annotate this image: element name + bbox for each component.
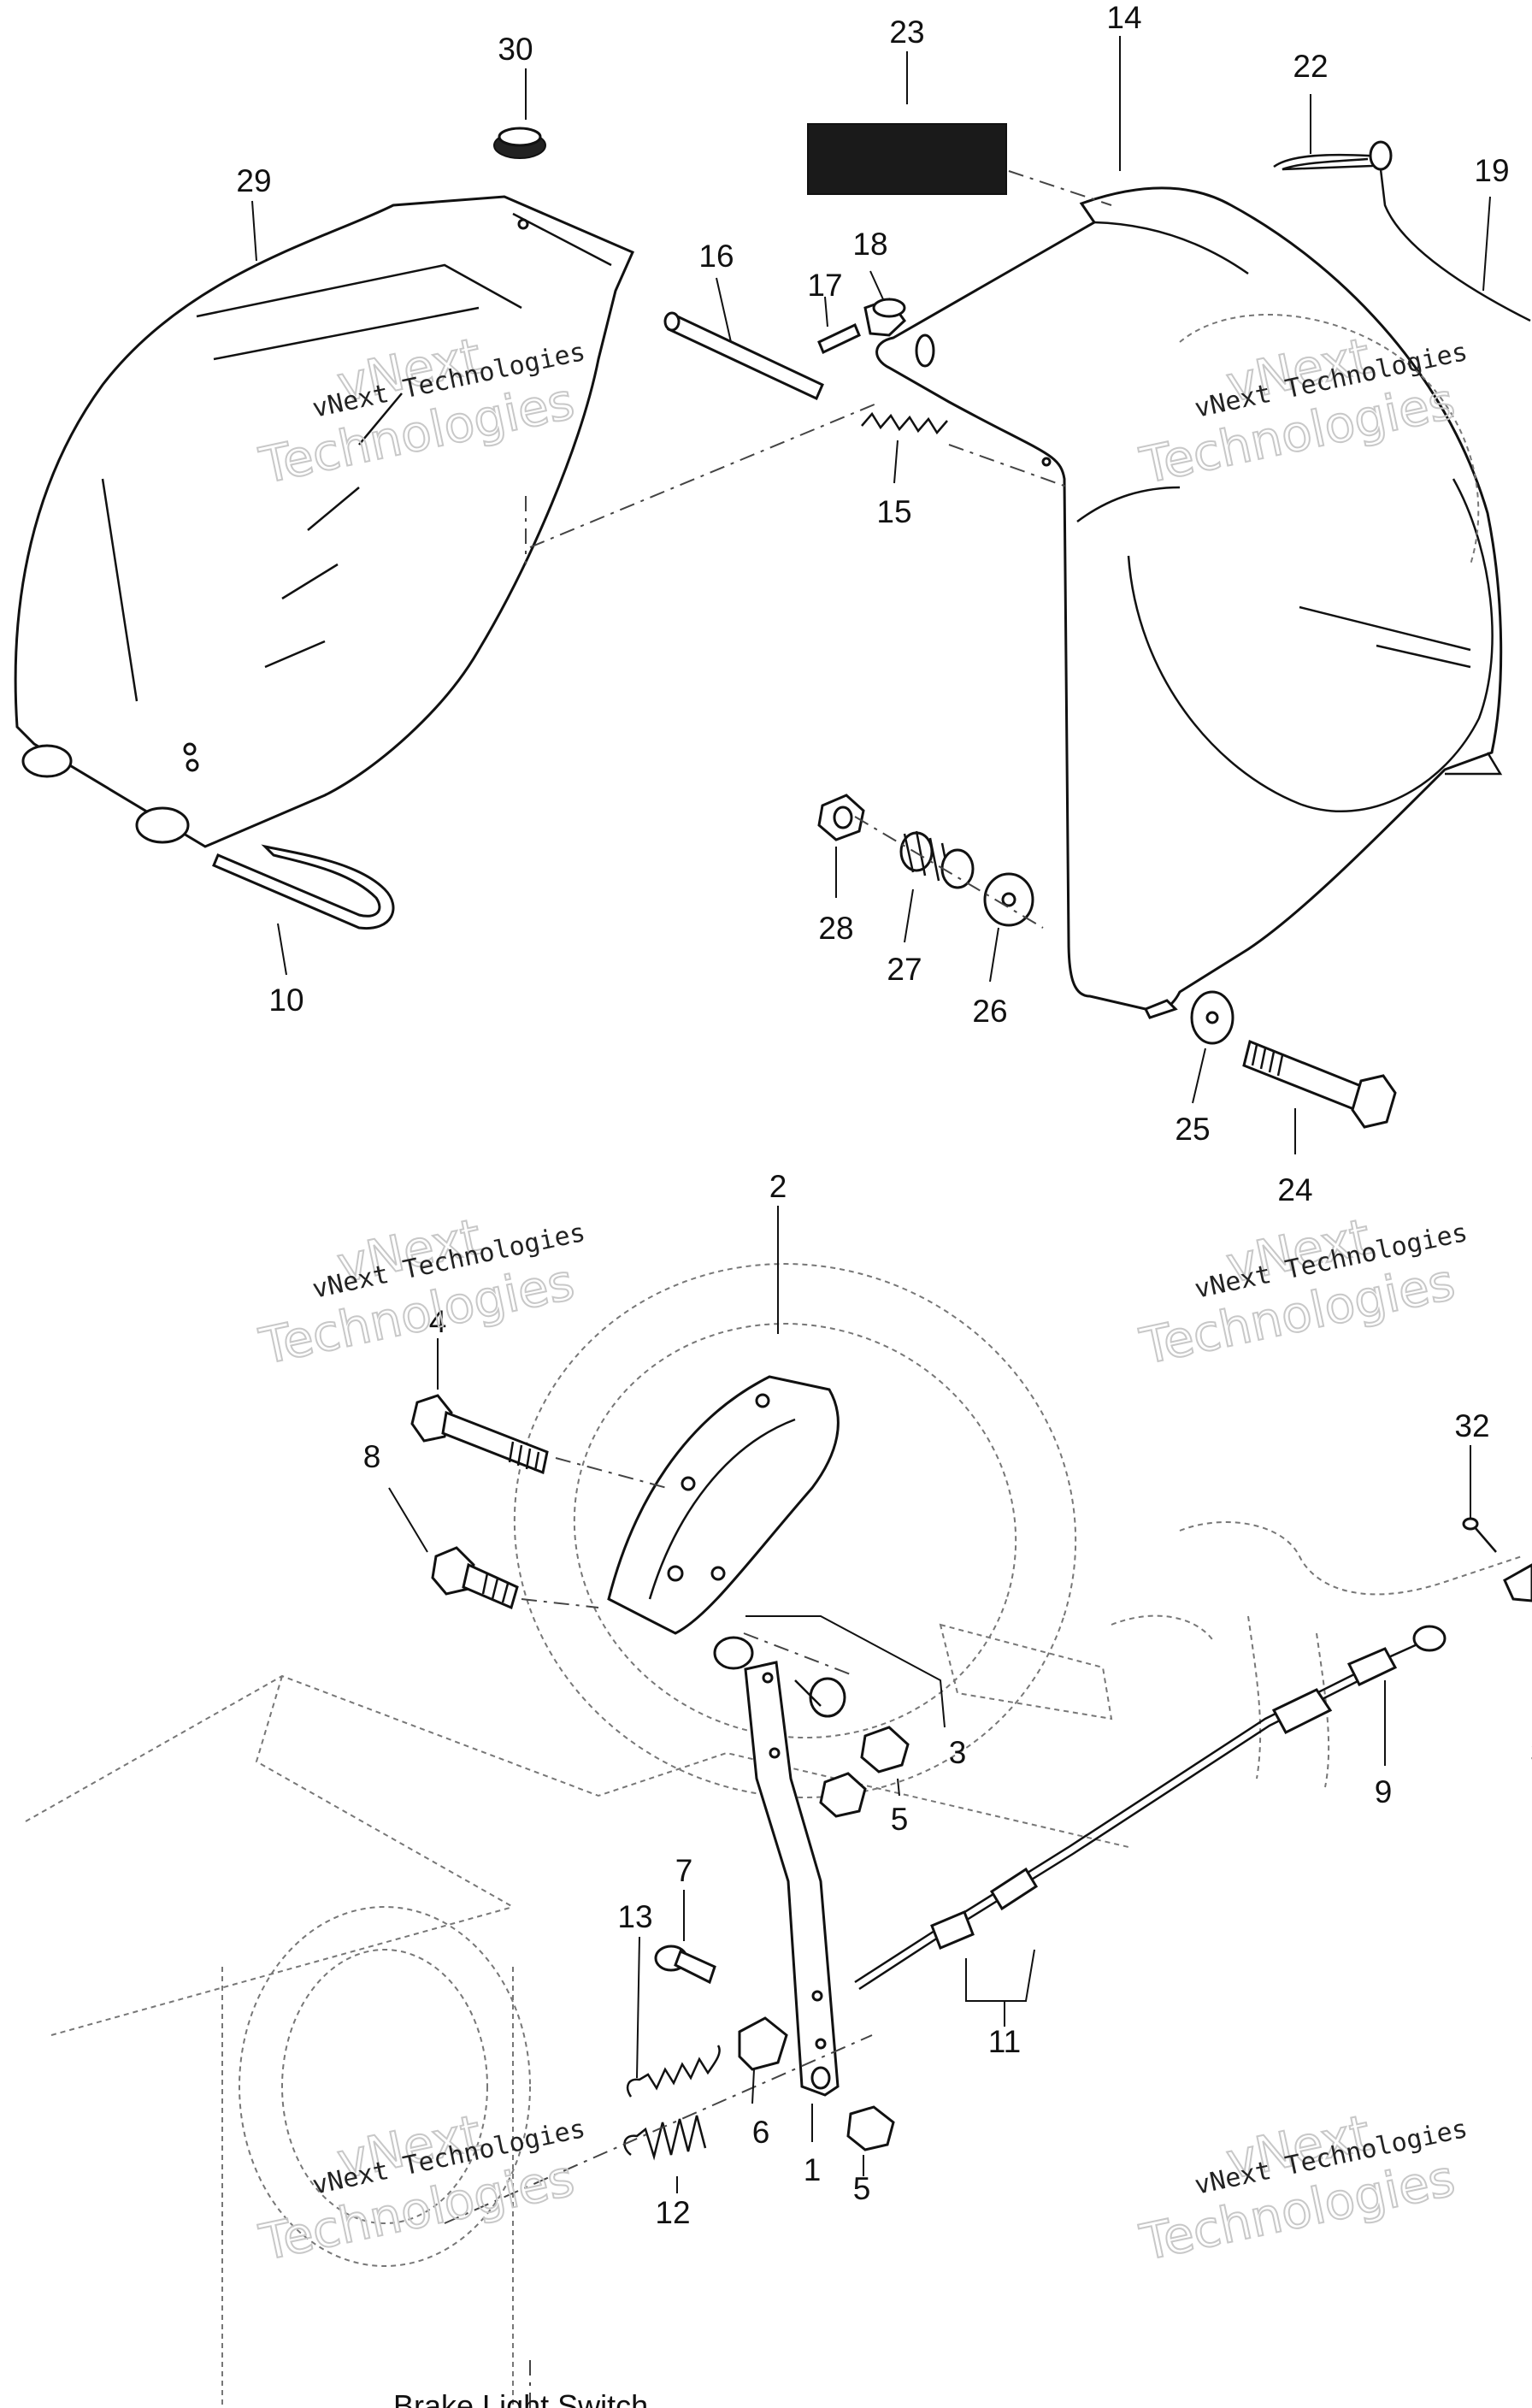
centerline-upper-d xyxy=(1008,170,1112,206)
main-chain-guard-part-14 xyxy=(875,186,1503,1019)
callout-26: 26 xyxy=(972,994,1007,1029)
callout-12: 12 xyxy=(655,2195,690,2230)
callout-2: 2 xyxy=(769,1169,787,1204)
centerline-lower-a xyxy=(555,1457,668,1489)
callout-5-upper: 5 xyxy=(891,1802,909,1837)
pivot-rod-part-16 xyxy=(663,311,824,401)
callout-27: 27 xyxy=(887,952,922,987)
callout-29: 29 xyxy=(236,163,271,198)
leader-lines xyxy=(251,36,1491,2193)
roll-pin-part-17 xyxy=(817,322,861,355)
spacer-bushing-left xyxy=(713,1636,754,1670)
screw-part-7 xyxy=(654,1945,716,1985)
spring-part-15 xyxy=(861,411,948,435)
callout-22: 22 xyxy=(1293,49,1328,84)
callout-3: 3 xyxy=(949,1735,967,1770)
centerline-lower-d xyxy=(444,2034,873,2224)
callout-14: 14 xyxy=(1106,0,1141,35)
callout-23: 23 xyxy=(889,15,924,50)
watermark-mid-left: vNext Technologies vNext Technologies xyxy=(254,1207,588,1377)
chain-guard-left-housing xyxy=(14,195,634,848)
callout-4: 4 xyxy=(429,1304,447,1339)
callout-17: 17 xyxy=(807,268,842,303)
clevis-bracket xyxy=(1503,1563,1532,1602)
brake-pad-part-2 xyxy=(607,1375,840,1635)
callout-28: 28 xyxy=(818,911,853,946)
hex-nut-part-28 xyxy=(817,794,865,841)
watermark-mid-right: vNext Technologies vNext Technologies xyxy=(1134,1207,1470,1377)
centerline-upper-c xyxy=(948,444,1069,488)
centerline-lower-c xyxy=(743,1632,856,1677)
hex-bolt-part-24 xyxy=(1242,1039,1397,1129)
watermark-bottom-left: vNext Technologies vNext Technologies xyxy=(254,2103,588,2273)
callout-5-lower: 5 xyxy=(853,2171,871,2206)
callout-9: 9 xyxy=(1375,1774,1393,1809)
callout-19: 19 xyxy=(1474,153,1509,188)
grommet-part-30 xyxy=(493,127,546,159)
watermark-bottom-right: vNext Technologies vNext Technologies xyxy=(1134,2103,1470,2273)
brake-cable-part-9 xyxy=(854,1625,1447,1991)
callout-7: 7 xyxy=(675,1853,693,1888)
locknut-part-5-lower xyxy=(846,2105,895,2151)
ground-wire-part-19 xyxy=(1369,140,1531,322)
knob-cap-part-18 xyxy=(863,298,906,337)
callout-10: 10 xyxy=(268,983,303,1018)
locknut-part-5-upper-a xyxy=(860,1726,910,1774)
cotter-pin-part-32 xyxy=(1462,1517,1497,1553)
centerline-lower-b xyxy=(521,1598,599,1608)
extension-spring-part-13 xyxy=(626,2045,721,2098)
flat-washer-part-25 xyxy=(1190,990,1234,1045)
flat-washer-part-26 xyxy=(983,872,1034,927)
cable-clamp-part-6 xyxy=(738,2016,788,2071)
callout-16: 16 xyxy=(698,239,734,274)
hex-bolt-part-4 xyxy=(410,1394,549,1475)
callout-8: 8 xyxy=(363,1439,381,1474)
callout-11: 11 xyxy=(988,2024,1021,2059)
decal-label-part-23 xyxy=(807,123,1007,195)
footer-note: Brake Light Switch xyxy=(393,2388,648,2408)
hex-bolt-part-8 xyxy=(431,1546,519,1610)
callout-6: 6 xyxy=(752,2115,770,2150)
centerline-upper-b xyxy=(854,816,1044,929)
compression-spring-part-27 xyxy=(899,830,975,889)
callout-30: 30 xyxy=(498,32,533,67)
brake-arm-part-1 xyxy=(744,1661,840,2097)
callout-1: 1 xyxy=(804,2152,822,2187)
hairpin-clip-part-22 xyxy=(1273,153,1382,171)
hitch-pin-part-10 xyxy=(212,844,395,930)
spacer-bushing-right xyxy=(794,1677,846,1718)
callout-24: 24 xyxy=(1277,1172,1312,1207)
callout-3-right: 3 xyxy=(1530,1735,1532,1770)
callout-18: 18 xyxy=(852,227,887,262)
callout-25: 25 xyxy=(1175,1112,1210,1147)
centerline-upper-a xyxy=(529,401,881,548)
callout-32: 32 xyxy=(1454,1408,1489,1443)
extension-spring-part-12 xyxy=(623,2115,707,2161)
callout-15: 15 xyxy=(876,494,911,529)
callout-13: 13 xyxy=(617,1899,652,1934)
locknut-part-5-upper-b xyxy=(819,1772,867,1818)
